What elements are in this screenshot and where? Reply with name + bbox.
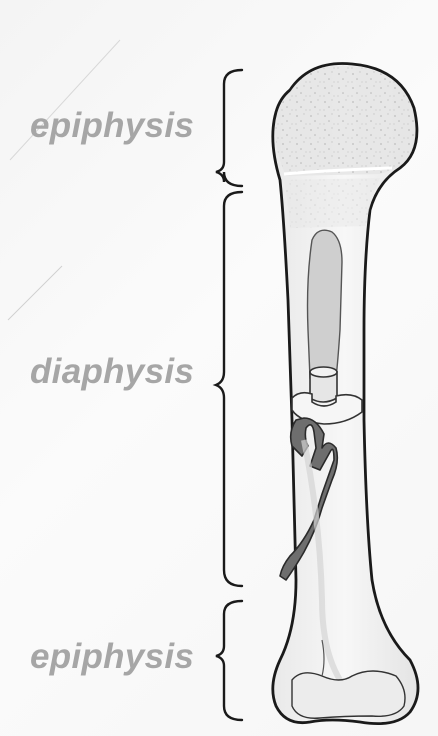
background-line [8, 266, 62, 320]
distal-condyle [292, 671, 405, 718]
label-epiphysis-bottom: epiphysis [30, 637, 194, 677]
bracket-diaphysis [216, 192, 242, 586]
label-diaphysis: diaphysis [30, 352, 194, 392]
medullary-cavity [308, 230, 343, 378]
bracket-top-epiphysis [216, 70, 242, 186]
spongy-bone-neck [284, 178, 380, 228]
cut-cylinder-top [310, 367, 337, 377]
label-epiphysis-top: epiphysis [30, 106, 194, 146]
bracket-bottom-epiphysis [216, 601, 242, 720]
